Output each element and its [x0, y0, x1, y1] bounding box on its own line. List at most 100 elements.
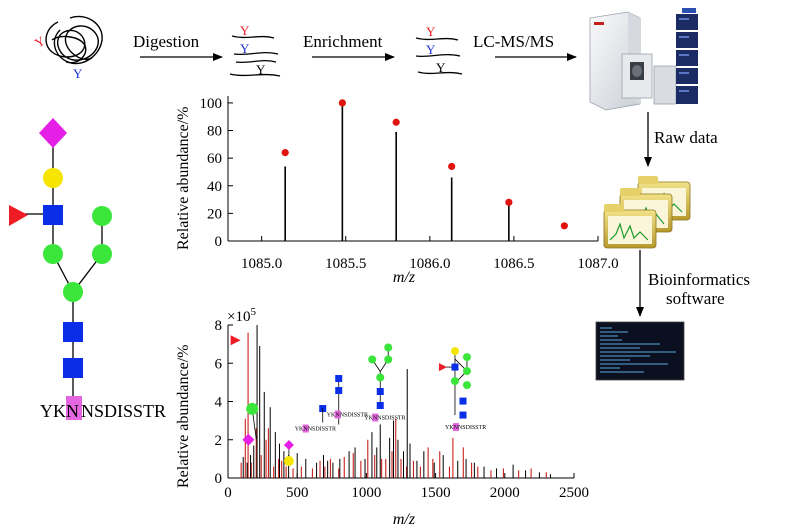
digested-y-blue: Y — [240, 41, 250, 56]
chart1-xtick-label: 1085.5 — [325, 256, 366, 272]
annotation-peptide-label: YKNNSDISSTR — [364, 416, 405, 422]
workflow-top-row: Y Y Digestion Y Y Y Enrichment Y Y Y LC-… — [32, 8, 750, 381]
chart1-x-label: m/z — [393, 269, 416, 286]
annotation-core-glycopeptide: YKNNSDISSTR — [364, 343, 406, 422]
enriched-y-black: Y — [436, 60, 446, 75]
annotation-fucose — [230, 335, 241, 346]
step-label-digestion: Digestion — [133, 32, 200, 51]
annotation-hexnac-glycopeptide: YKNNSDISSTR YKNNSDISSTR — [295, 375, 368, 433]
chart2-x-label: m/z — [393, 511, 416, 528]
annotation-glycosite-highlight — [334, 410, 341, 419]
glcnac-square-icon — [459, 397, 467, 405]
step-label-lcmsms: LC-MS/MS — [473, 32, 554, 51]
annotation-glycosite-highlight — [302, 424, 309, 433]
chart2-ytick-label: 2 — [215, 433, 223, 449]
annotation-peptide-label: YKNNSDISSTR — [295, 427, 336, 433]
enriched-y-red: Y — [426, 24, 436, 39]
annotation-glycosite-highlight — [452, 423, 459, 432]
core-glcnac-square-1 — [63, 322, 83, 342]
raw-data-label: Raw data — [654, 128, 718, 147]
sialic-acid-diamond-icon — [283, 440, 294, 451]
chart1-ytick-label: 20 — [207, 206, 222, 222]
galactose-green-circle — [92, 206, 112, 226]
peptide-fragments-digested — [229, 35, 281, 77]
core-glcnac-square-2 — [63, 358, 83, 378]
mass-spectrometer-icon — [589, 8, 698, 111]
step-label-enrichment: Enrichment — [303, 32, 383, 51]
galactose-circle — [43, 168, 63, 188]
hexose-circle-icon — [450, 377, 459, 386]
bioinformatics-label: Bioinformatics — [648, 270, 750, 289]
chart1-theoretical-point — [281, 149, 289, 157]
chart1-ytick-label: 100 — [200, 96, 223, 112]
chart1-theoretical-point — [392, 118, 400, 126]
chart2-xtick-label: 1000 — [351, 485, 381, 501]
mannose-circle-left — [43, 244, 63, 264]
annotation-peptide-label: YKNNSDISSTR — [445, 425, 486, 431]
chart2-ytick-label: 6 — [215, 356, 223, 372]
chart1-theoretical-point — [560, 222, 568, 230]
chart2-ytick-label: 4 — [215, 395, 223, 411]
chart2-xtick-label: 2500 — [559, 485, 589, 501]
sialic-acid-diamond — [39, 118, 67, 148]
glcnac-square-icon — [335, 387, 343, 395]
software-window-icon — [595, 321, 685, 381]
chart2-xtick-label: 1500 — [421, 485, 451, 501]
chart2-ytick-label: 0 — [215, 471, 223, 487]
core-mannose-circle — [63, 282, 83, 302]
chart1-y-label: Relative abundance/% — [175, 107, 192, 251]
glcnac-square — [43, 205, 63, 225]
glcnac-square-icon — [459, 411, 467, 419]
mannose-circle-right — [92, 244, 112, 264]
glcnac-square-icon — [376, 388, 384, 395]
chart1-xtick-label: 1087.0 — [577, 256, 618, 272]
chart2-y-label: Relative abundance/% — [175, 345, 192, 489]
digested-y-red: Y — [240, 23, 250, 38]
fucose-triangle — [9, 205, 28, 226]
glcnac-square-icon — [376, 402, 384, 409]
sialic-acid-diamond-icon — [242, 433, 255, 446]
hexose-circle-icon — [283, 456, 294, 467]
hexose-circle-icon — [462, 353, 471, 362]
chart1-ytick-label: 60 — [207, 151, 222, 167]
digested-y-black: Y — [256, 62, 266, 77]
chart2-xtick-label: 2000 — [490, 485, 520, 501]
annotation-glycosite-highlight — [372, 413, 379, 422]
glcnac-square-icon — [335, 375, 343, 383]
protein-tangle-icon — [45, 15, 103, 65]
glyco-mark-blue: Y — [73, 66, 83, 81]
chart1-theoretical-point — [448, 162, 456, 171]
annotation-peptide-label: YKNNSDISSTR — [327, 413, 368, 419]
chart1-xtick-label: 1085.0 — [241, 256, 282, 272]
chart2-ytick-label: 8 — [215, 318, 223, 334]
chart1-theoretical-point — [338, 99, 346, 107]
hexose-circle-icon — [246, 402, 259, 415]
chart1-ytick-label: 0 — [215, 234, 223, 250]
hexose-circle-icon — [384, 355, 393, 364]
enriched-y-blue: Y — [426, 42, 436, 57]
raw-data-files-icon — [603, 176, 691, 249]
annotation-fucosylated-glycopeptide: YKNNSDISSTR — [438, 347, 486, 432]
hexose-circle-icon — [368, 355, 377, 364]
hexose-circle-icon — [376, 373, 385, 382]
software-label: software — [666, 289, 725, 308]
chart1-ytick-label: 40 — [207, 179, 222, 195]
chart1-xtick-label: 1086.5 — [493, 256, 534, 272]
glycosite-highlight — [66, 396, 82, 420]
fucose-triangle-icon — [438, 363, 447, 372]
annotation-sialic-acid — [242, 433, 255, 446]
chart2-xtick-label: 500 — [286, 485, 309, 501]
hexose-circle-icon — [462, 367, 471, 376]
annotation-hexose — [246, 402, 259, 439]
annotation-sialyl-galactose — [283, 440, 294, 467]
peptide-fragments-enriched — [415, 37, 463, 75]
chart2-scale-label: ×105 — [227, 306, 256, 325]
chart1-theoretical-point — [505, 198, 513, 206]
hexose-circle-icon — [462, 381, 471, 390]
fucose-triangle-icon — [230, 335, 241, 346]
glcnac-square-icon — [451, 363, 459, 371]
